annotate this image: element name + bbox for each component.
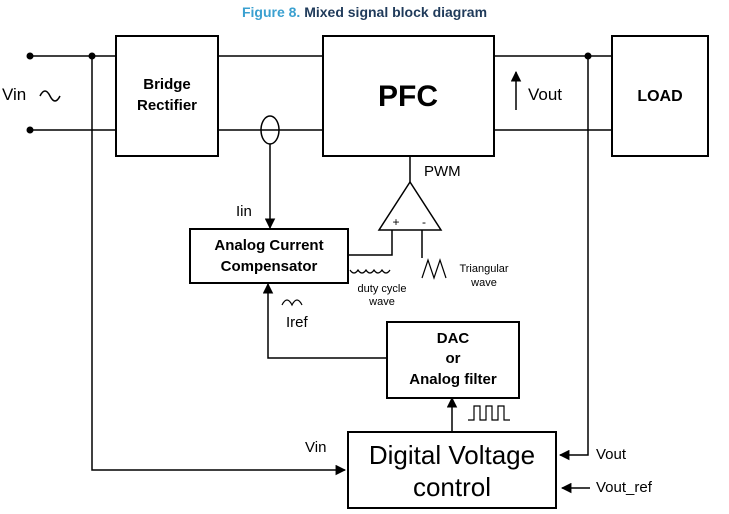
vout-sense-line <box>558 56 589 461</box>
load-label: LOAD <box>637 88 682 105</box>
comparator-plus: + <box>392 215 399 229</box>
vout-arrow-label: Vout <box>528 85 562 104</box>
duty-cycle-label-2: wave <box>368 296 395 308</box>
triangular-wave-icon <box>421 258 447 280</box>
dvc-label-1: Digital Voltage <box>369 440 535 470</box>
bridge-rectifier-block <box>115 35 219 157</box>
duty-cycle-line <box>348 230 393 256</box>
dac-label-2: or <box>446 350 461 367</box>
triangular-label-1: Triangular <box>459 263 508 275</box>
dac-label-3: Analog filter <box>409 371 497 388</box>
compensator-label-1: Analog Current <box>214 237 323 254</box>
dac-label-1: DAC <box>437 330 470 347</box>
terminal-bottom <box>26 126 34 134</box>
vin-main-label: Vin <box>2 85 26 104</box>
figure-title: Mixed signal block diagram <box>304 4 488 20</box>
duty-cycle-wave-icon <box>349 268 391 274</box>
load-block <box>611 35 709 157</box>
figure-number: Figure 8. <box>241 4 301 20</box>
vin-sense-line <box>91 56 347 476</box>
iin-label: Iin <box>236 203 252 220</box>
compensator-label-2: Compensator <box>221 258 318 275</box>
pfc-label: PFC <box>378 80 438 113</box>
bridge-rectifier-label-1: Bridge <box>143 76 191 93</box>
vin-in-label: Vin <box>305 439 326 456</box>
pwm-comparator <box>377 180 443 231</box>
dac-block <box>386 321 520 399</box>
duty-cycle-label-1: duty cycle <box>358 283 407 295</box>
dvc-label-2: control <box>413 472 491 502</box>
pwm-label: PWM <box>424 163 461 180</box>
iref-wave-icon <box>281 299 303 307</box>
comparator-minus: - <box>422 215 426 229</box>
digital-voltage-control-block <box>347 431 557 509</box>
ac-source-icon <box>39 90 61 102</box>
vout-ref-in-label: Vout_ref <box>596 479 653 496</box>
analog-current-compensator-block <box>189 228 349 284</box>
bridge-rectifier-label-2: Rectifier <box>137 97 197 114</box>
vout-in-label: Vout <box>596 446 627 463</box>
triangular-label-2: wave <box>470 277 497 289</box>
square-wave-icon <box>468 405 510 421</box>
terminal-top <box>26 52 34 60</box>
iref-label: Iref <box>286 314 309 331</box>
figure-caption: Figure 8. Mixed signal block diagram <box>0 4 729 20</box>
iref-line <box>262 282 387 359</box>
junction-vin <box>88 52 96 60</box>
junction-vout <box>584 52 592 60</box>
pfc-block <box>322 35 495 157</box>
